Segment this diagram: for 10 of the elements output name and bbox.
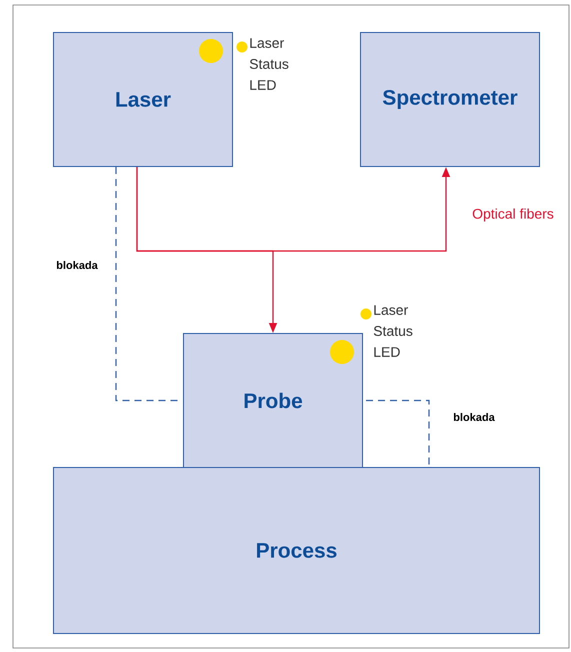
block-box: Laser (53, 32, 233, 167)
edge-label: Optical fibers (471, 207, 555, 223)
edge-label: blokada (452, 412, 496, 422)
led-label: Laser Status LED (374, 305, 412, 357)
edge-label: blokada (55, 260, 99, 270)
block-box: Probe (183, 333, 363, 468)
led-label: Laser Status LED (250, 38, 288, 90)
connector (366, 400, 430, 467)
block-box: Spectrometer (360, 32, 540, 167)
connector (115, 167, 180, 402)
